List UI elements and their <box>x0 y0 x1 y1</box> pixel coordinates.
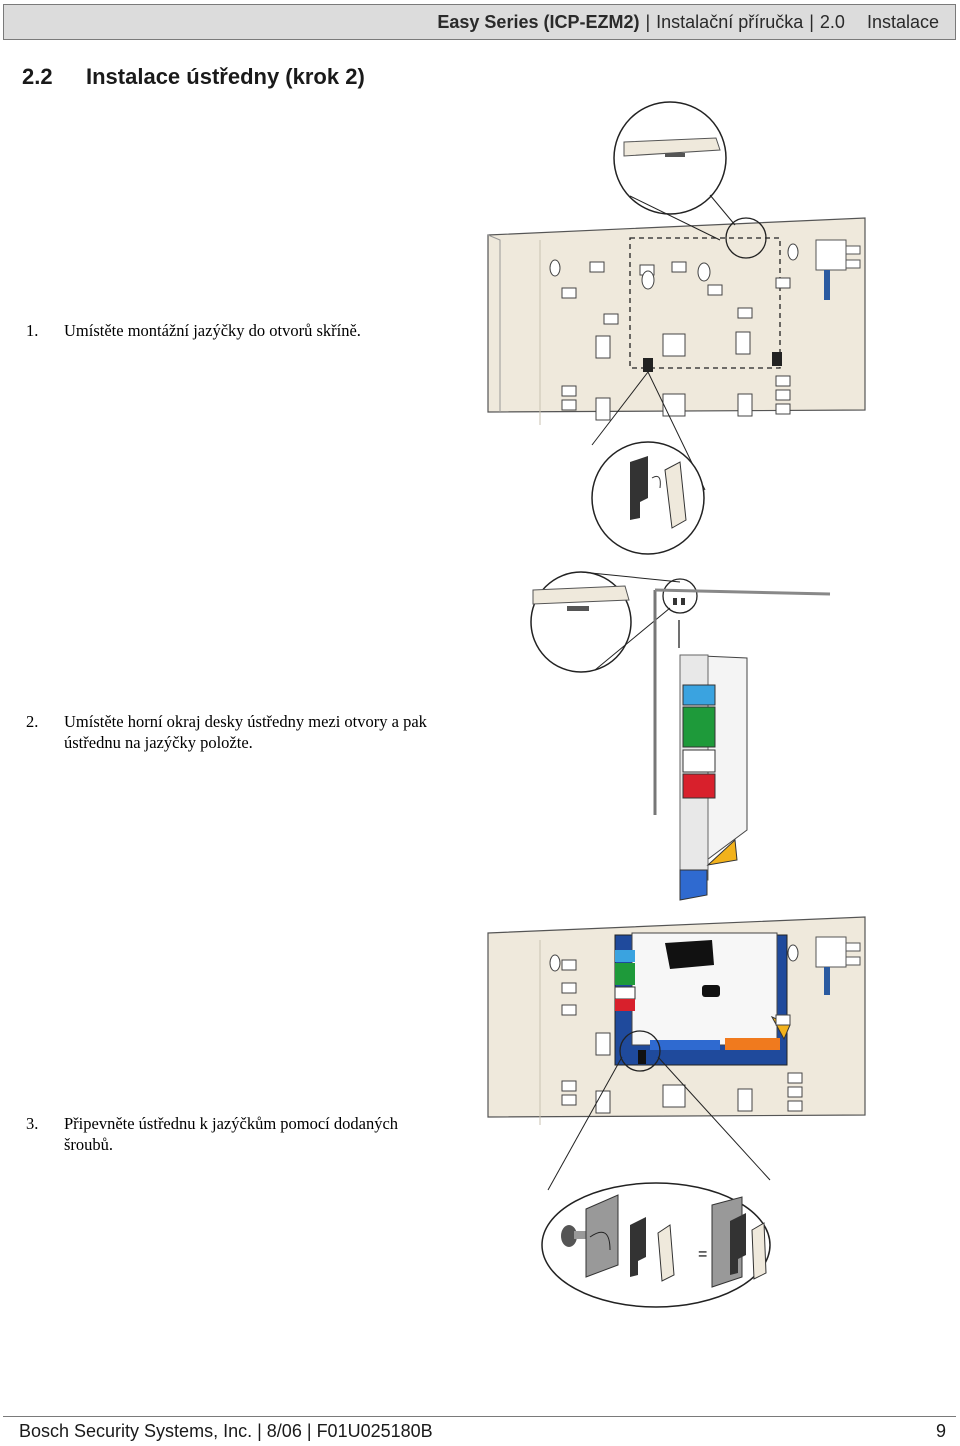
page-number: 9 <box>935 1421 946 1441</box>
step-text: Umístěte montážní jazýčky do otvorů skří… <box>64 321 361 340</box>
header-guide: Instalační příručka <box>656 11 804 32</box>
header-separator: | <box>809 11 814 32</box>
keyhole <box>549 259 561 277</box>
header-separator: | <box>645 11 651 32</box>
step-2: 2. Umístěte horní okraj desky ústředny m… <box>26 711 446 753</box>
zoom-detail-top <box>613 101 767 259</box>
step-number: 1. <box>26 321 39 340</box>
assembled-tab <box>711 1196 767 1288</box>
header-series: Easy Series (ICP-EZM2) <box>437 11 640 32</box>
mounting-tab <box>772 352 782 366</box>
zoom-detail-tab <box>591 371 706 555</box>
side-connector <box>815 936 861 995</box>
header-version: 2.0 <box>819 11 845 32</box>
footer-separator: | <box>306 1421 312 1441</box>
footer-date: 8/06 <box>266 1421 302 1441</box>
figure-board-placement <box>530 571 831 901</box>
step-number: 3. <box>26 1114 39 1133</box>
footer-separator: | <box>257 1421 262 1441</box>
page-footer: Bosch Security Systems, Inc. | 8/06 | F0… <box>3 1416 956 1446</box>
cabinet-back <box>487 217 866 413</box>
keyhole <box>697 262 711 282</box>
screw-icon <box>561 1225 590 1247</box>
terminal-blocks <box>682 684 716 799</box>
keyhole <box>787 243 799 261</box>
equals-sign: = <box>698 1246 707 1263</box>
section-number: 2.2 <box>22 64 53 89</box>
footer-left: Bosch Security Systems, Inc. | 8/06 | F0… <box>19 1421 433 1442</box>
section-title: Instalace ústředny (krok 2) <box>86 64 365 89</box>
footer-doc-number: F01U025180B <box>316 1421 433 1441</box>
mounting-tab <box>643 358 653 372</box>
figure-cabinet-tabs <box>487 101 866 555</box>
step-text: Připevněte ústřednu k jazýčkům pomocí do… <box>64 1114 399 1154</box>
page-header: Easy Series (ICP-EZM2) | Instalační přír… <box>3 4 956 40</box>
zoom-detail-edge <box>530 571 698 673</box>
header-section: Instalace <box>866 11 939 32</box>
step-number: 2. <box>26 712 39 731</box>
footer-company: Bosch Security Systems, Inc. <box>19 1421 253 1441</box>
battery-lead <box>706 838 738 866</box>
step-1: 1. Umístěte montážní jazýčky do otvorů s… <box>26 320 446 341</box>
page-title: 2.2 Instalace ústředny (krok 2) <box>22 64 365 90</box>
terminal-blocks <box>614 950 780 1050</box>
figure-board-mounted: = <box>487 916 866 1308</box>
step-text: Umístěte horní okraj desky ústředny mezi… <box>64 712 427 752</box>
step-3: 3. Připevněte ústřednu k jazýčkům pomocí… <box>26 1113 446 1155</box>
keyhole <box>641 270 655 290</box>
side-connector <box>815 239 861 300</box>
board-outline <box>629 237 781 369</box>
